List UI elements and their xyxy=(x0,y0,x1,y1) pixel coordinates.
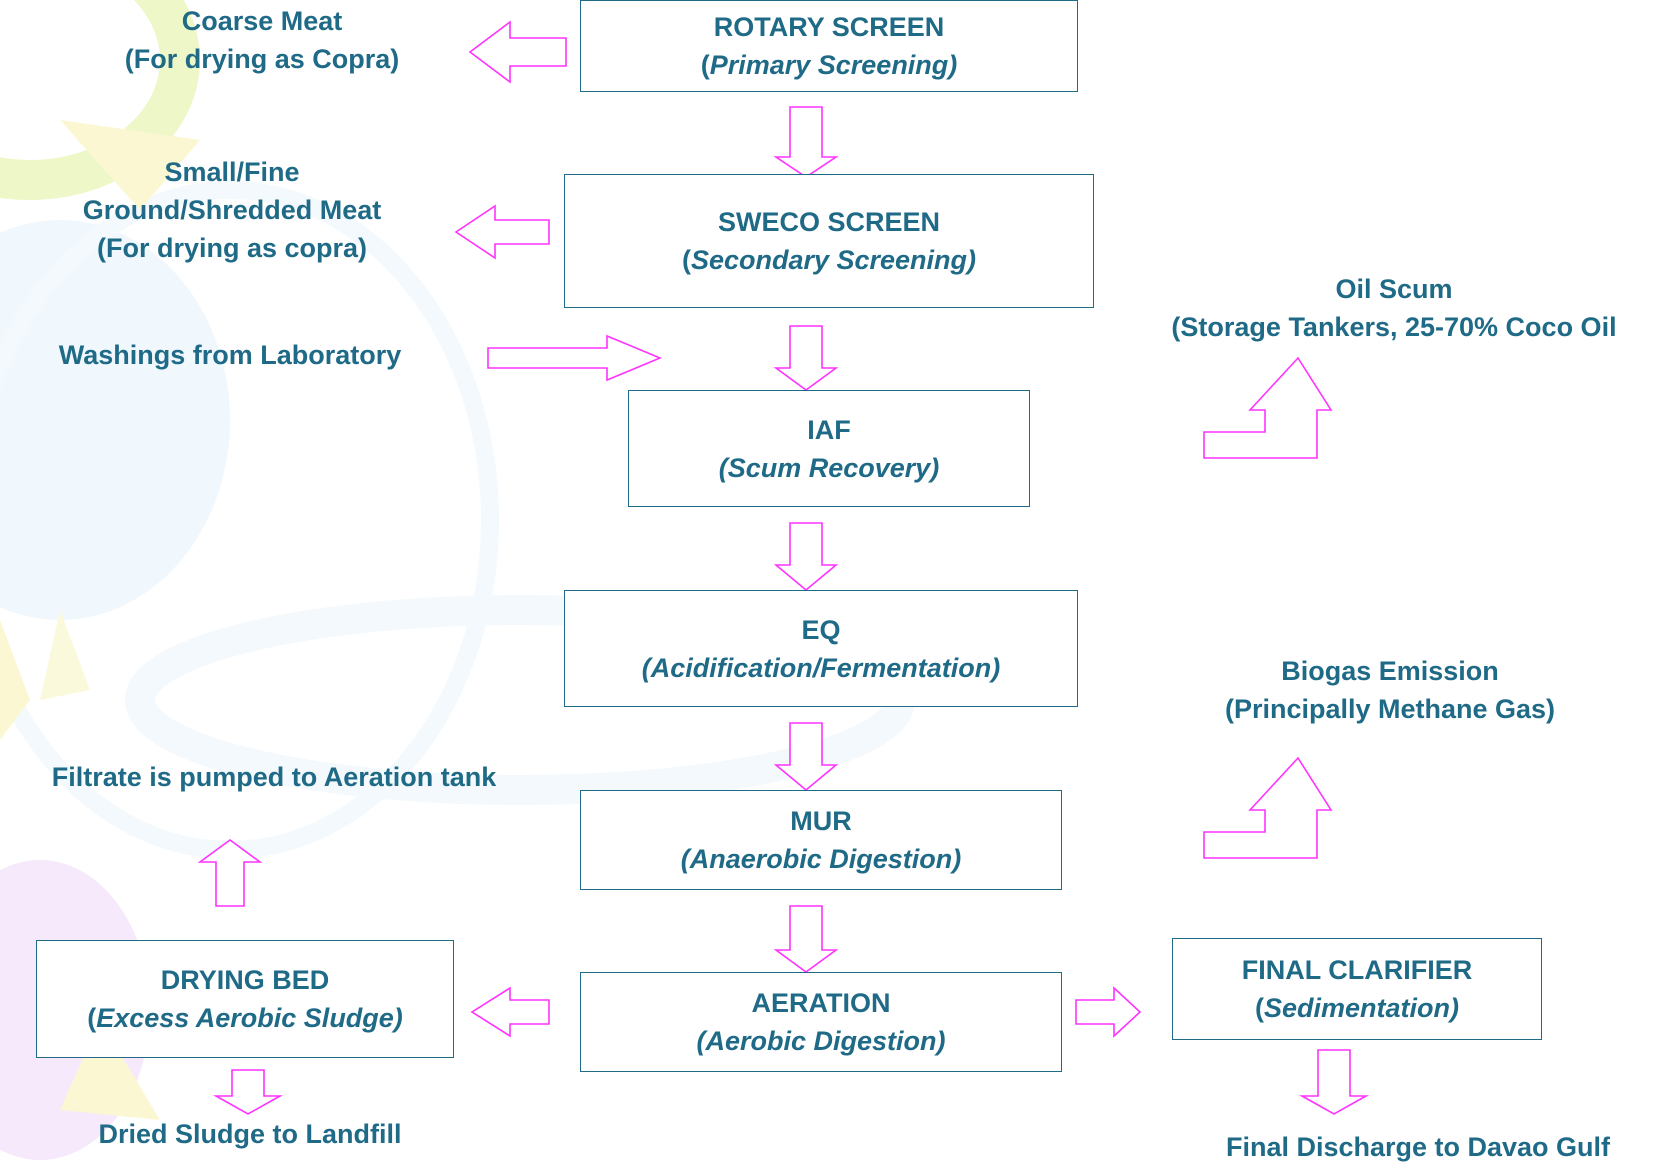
arrow-mur-to-biogas xyxy=(1203,756,1333,859)
arrow-rotary-to-coarse-meat xyxy=(468,20,567,84)
box-title: SWECO SCREEN xyxy=(717,207,941,237)
arrow-iaf-to-oil-scum xyxy=(1203,356,1333,459)
box-open-paren: ( xyxy=(87,1003,97,1033)
fine-meat-label: Small/Fine Ground/Shredded Meat (For dry… xyxy=(82,157,382,263)
arrow-aeration-to-clarifier xyxy=(1075,986,1142,1038)
box-subtitle: Primary Screening) xyxy=(709,50,958,80)
arrow-sweco-to-iaf xyxy=(773,325,839,391)
box-title: ROTARY SCREEN xyxy=(713,12,945,42)
box-open-paren: ( xyxy=(681,245,691,275)
arrow-rotary-to-sweco xyxy=(773,106,839,178)
box-subtitle: (Anaerobic Digestion) xyxy=(680,844,962,874)
arrow-eq-to-mur xyxy=(773,722,839,792)
box-open-paren: ( xyxy=(1254,993,1264,1023)
sweco-screen-box: SWECO SCREEN (Secondary Screening) xyxy=(564,174,1094,308)
eq-box: EQ (Acidification/Fermentation) xyxy=(564,590,1078,707)
box-subtitle: (Aerobic Digestion) xyxy=(696,1026,946,1056)
arrow-washings-in xyxy=(487,334,663,382)
oil-scum-label: Oil Scum (Storage Tankers, 25-70% Coco O… xyxy=(1171,274,1617,342)
filtrate-label: Filtrate is pumped to Aeration tank xyxy=(51,762,497,792)
box-subtitle: (Acidification/Fermentation) xyxy=(641,652,1001,683)
box-subtitle: (Scum Recovery) xyxy=(718,452,940,483)
mur-box: MUR (Anaerobic Digestion) xyxy=(580,790,1062,890)
final-discharge-label: Final Discharge to Davao Gulf xyxy=(1225,1132,1611,1162)
box-title: EQ xyxy=(801,614,841,645)
box-title: FINAL CLARIFIER xyxy=(1241,955,1473,985)
arrow-drying-bed-to-landfill xyxy=(212,1069,284,1115)
arrow-aeration-to-drying-bed xyxy=(470,986,550,1038)
box-subtitle: Secondary Screening) xyxy=(690,245,977,275)
aeration-box: AERATION (Aerobic Digestion) xyxy=(580,972,1062,1072)
box-title: AERATION xyxy=(751,988,891,1018)
box-subtitle: Sedimentation) xyxy=(1263,993,1459,1023)
box-subtitle: Excess Aerobic Sludge) xyxy=(96,1003,403,1033)
arrow-drying-bed-to-filtrate xyxy=(197,839,263,907)
washings-label: Washings from Laboratory xyxy=(58,340,402,370)
iaf-box: IAF (Scum Recovery) xyxy=(628,390,1030,507)
arrow-clarifier-to-discharge xyxy=(1298,1049,1370,1115)
coarse-meat-label: Coarse Meat (For drying as Copra) xyxy=(124,6,400,74)
arrow-iaf-to-eq xyxy=(773,522,839,592)
final-clarifier-box: FINAL CLARIFIER (Sedimentation) xyxy=(1172,938,1542,1040)
biogas-label: Biogas Emission (Principally Methane Gas… xyxy=(1224,656,1556,724)
box-title: DRYING BED xyxy=(160,965,330,995)
dried-sludge-label: Dried Sludge to Landfill xyxy=(98,1119,402,1149)
rotary-screen-box: ROTARY SCREEN (Primary Screening) xyxy=(580,0,1078,92)
box-open-paren: ( xyxy=(700,50,710,80)
arrow-sweco-to-fine-meat xyxy=(454,204,550,260)
arrow-mur-to-aeration xyxy=(773,905,839,973)
box-title: MUR xyxy=(790,806,852,836)
drying-bed-box: DRYING BED (Excess Aerobic Sludge) xyxy=(36,940,454,1058)
box-title: IAF xyxy=(807,414,851,445)
